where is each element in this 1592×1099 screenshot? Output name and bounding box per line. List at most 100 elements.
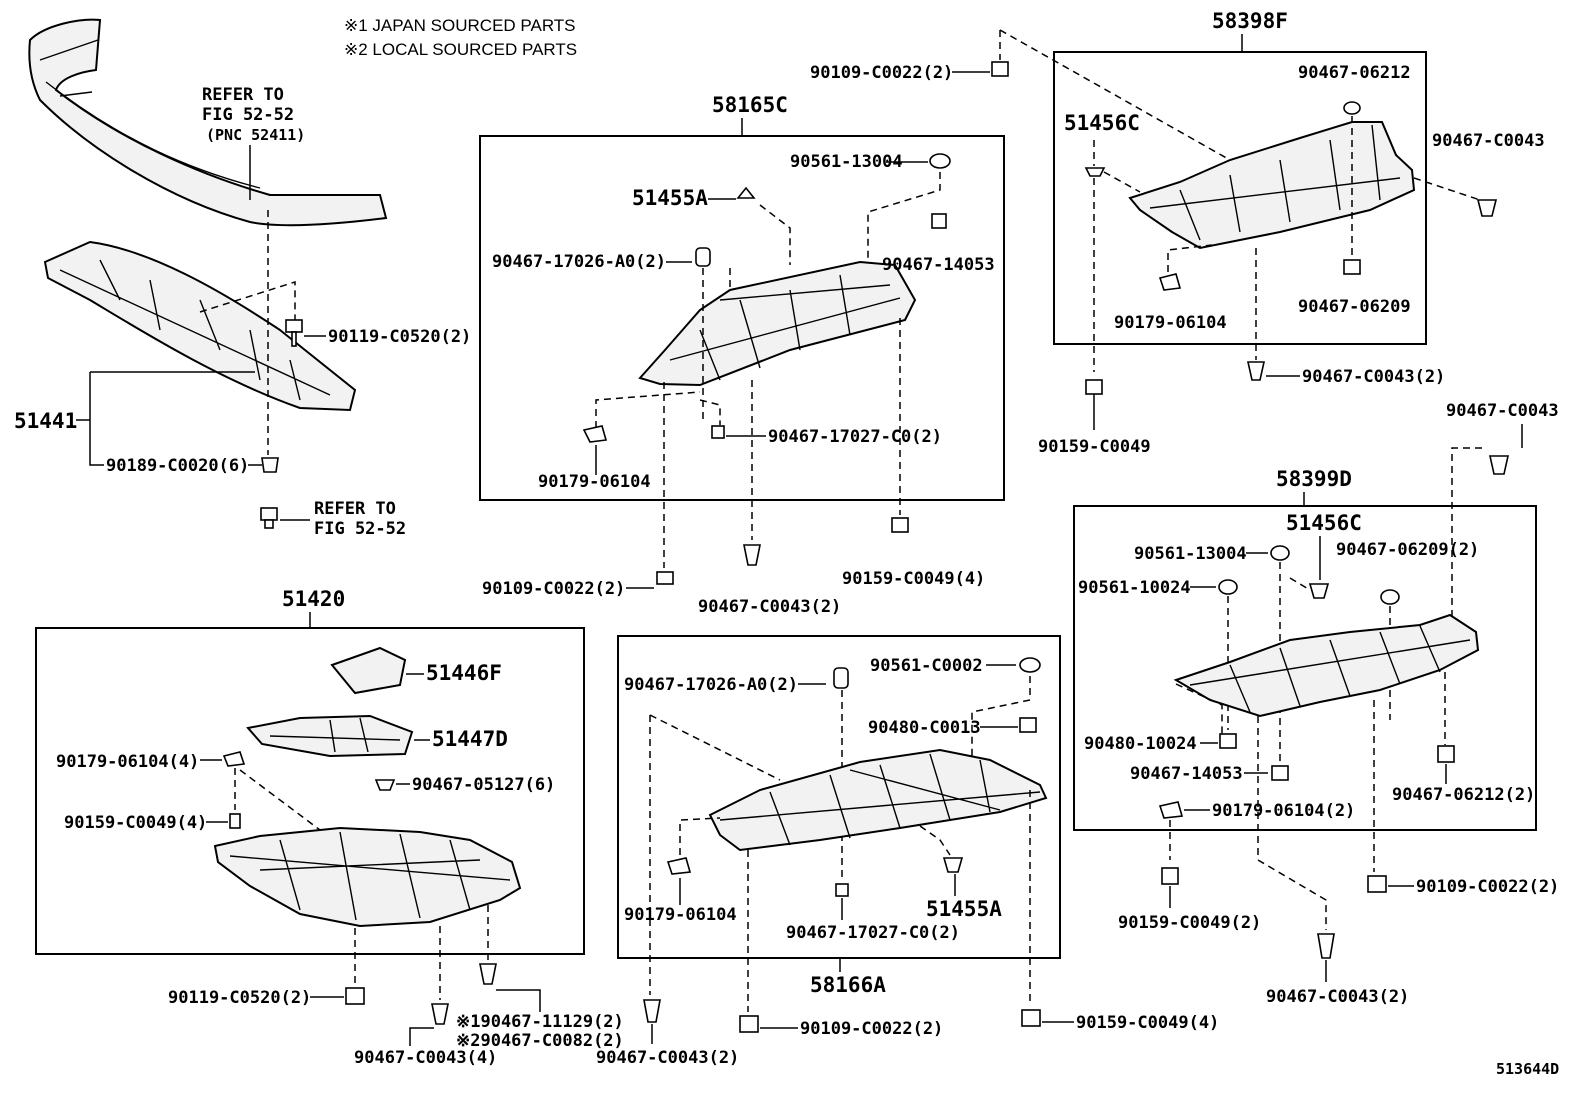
- label-90109-c0022-58166a: 90109-C0022(2): [800, 1019, 943, 1039]
- clip-90467-11129-icon: [479, 963, 497, 985]
- label-90467-06212: 90467-06212: [1298, 63, 1411, 83]
- refer-fig-label: FIG 52-52: [202, 105, 294, 125]
- label-90119-c0520-51420: 90119-C0520(2): [168, 988, 311, 1008]
- bolt-90109-icon-58399d: [1367, 875, 1387, 893]
- label-51447d: 51447D: [432, 727, 508, 751]
- label-90467-c0043-58398f: 90467-C0043: [1432, 131, 1545, 151]
- title-51420: 51420: [282, 587, 345, 611]
- label-90561-13004: 90561-13004: [790, 152, 903, 172]
- label-note2-90467-c0082: ※290467-C0082(2): [456, 1031, 624, 1051]
- bolt-90119-icon: [285, 319, 303, 347]
- label-90561-13004-58399d: 90561-13004: [1134, 544, 1247, 564]
- clip-90467-05127-icon: [374, 779, 396, 791]
- group-58166a: 90467-17026-A0(2) 90561-C0002 90480-C001…: [617, 635, 1061, 1012]
- refer-to-label: REFER TO: [202, 85, 284, 105]
- clip-90467-c0043-icon-top-58399d: [1489, 455, 1509, 475]
- clip-51455a-icon-58166a: [942, 857, 964, 873]
- refer-fig-label-2: FIG 52-52: [314, 519, 406, 539]
- clip-90179-icon-58166a: [666, 857, 692, 875]
- label-51446f: 51446F: [426, 661, 502, 685]
- clip-90179-icon-58165c: [582, 425, 608, 443]
- bracket-51441: [76, 371, 255, 466]
- label-90561-c0002: 90561-C0002: [870, 656, 983, 676]
- label-90467-c0043-58166a: 90467-C0043(2): [596, 1048, 739, 1068]
- dash-bumper-bolt: [199, 280, 296, 325]
- undercover-58165c-ribs: [669, 274, 901, 381]
- bumper-ribs: [39, 39, 261, 189]
- nut-90467-06209-icon-58399d: [1380, 589, 1400, 605]
- label-51455a-58166a: 51455A: [926, 897, 1002, 921]
- bolt-90109-icon-58166a: [739, 1015, 759, 1033]
- label-90109-c0022-58165c: 90109-C0022(2): [482, 579, 625, 599]
- clip-51456c-icon: [1084, 167, 1106, 177]
- clip-90189-icon: [261, 457, 279, 473]
- refer-pnc-label: (PNC 52411): [206, 126, 305, 144]
- label-90159-c0049-58399d: 90159-C0049(2): [1118, 913, 1261, 933]
- group-58399d: 90467-C0043 58399D 51456C 90561-13004 90…: [1073, 401, 1559, 930]
- nut-90480-c0013-icon: [1019, 717, 1037, 733]
- undercover-58399d-drawing: [1173, 613, 1480, 718]
- bolt-90119-icon-51420: [345, 987, 365, 1005]
- bolt-90159-icon-58399d: [1161, 867, 1179, 885]
- note-local-sourced: ※2 LOCAL SOURCED PARTS: [344, 40, 577, 59]
- label-90159-c0049-58166a: 90159-C0049(4): [1076, 1013, 1219, 1033]
- box-58166a: [617, 635, 1061, 959]
- label-90467-17027-58166a: 90467-17027-C0(2): [786, 923, 960, 943]
- clip-90467-c0043-icon-58165c: [743, 544, 761, 566]
- box-58165c: [479, 135, 1005, 501]
- title-58165c: 58165C: [712, 93, 788, 117]
- bolt-90109-icon-top: [991, 61, 1009, 77]
- box-58399d: [1073, 505, 1537, 831]
- label-90179-06104-51420: 90179-06104(4): [56, 752, 199, 772]
- clip-90467-17026-icon-58166a: [833, 667, 849, 689]
- label-90159-c0049-58398f: 90159-C0049: [1038, 437, 1151, 457]
- clip-51456c-icon-58399d: [1308, 583, 1330, 599]
- clip-90179-icon-51420: [222, 751, 246, 767]
- label-51441: 51441: [14, 409, 77, 433]
- label-90467-c0043-58399d: 90467-C0043(2): [1266, 987, 1409, 1007]
- label-90179-06104-58165c: 90179-06104: [538, 472, 651, 492]
- undercover-51420-ribs: [229, 831, 511, 921]
- bolt-90467-14053-icon: [931, 213, 947, 229]
- note-japan-sourced: ※1 JAPAN SOURCED PARTS: [344, 16, 576, 35]
- label-90467-06212-58399d: 90467-06212(2): [1392, 785, 1535, 805]
- clip-90179-icon-58398f: [1158, 273, 1182, 291]
- label-90467-06209-58399d: 90467-06209(2): [1336, 540, 1479, 560]
- box-58398f: [1053, 51, 1427, 345]
- nut-90561-10024-icon: [1218, 579, 1238, 595]
- nut-90561-icon: [929, 153, 951, 169]
- drawing-id: 513644D: [1496, 1060, 1559, 1078]
- undercover-58166a-ribs: [719, 753, 1041, 846]
- clip-90179-icon-58399d: [1158, 801, 1184, 819]
- bolt-90159-icon-51420: [229, 813, 241, 829]
- bolt-90159-icon-58165c: [891, 517, 909, 533]
- label-90179-06104-58398f: 90179-06104: [1114, 313, 1227, 333]
- clip-90467-c0043-icon-out-58398f: [1247, 361, 1265, 381]
- label-90467-17026-58166a: 90467-17026-A0(2): [624, 675, 798, 695]
- label-51456c-58398f: 51456C: [1064, 111, 1140, 135]
- label-90561-10024: 90561-10024: [1078, 578, 1191, 598]
- nut-90480-10024-icon: [1219, 733, 1237, 749]
- title-58398f: 58398F: [1212, 9, 1288, 33]
- label-51455a: 51455A: [632, 186, 708, 210]
- group-51420: 51420 51446F 51447D 90179-06104(4) 90467…: [35, 587, 585, 1000]
- undercover-58398f-drawing: [1128, 121, 1416, 250]
- label-90467-c0043-top-58399d: 90467-C0043: [1446, 401, 1559, 421]
- label-90467-14053-58399d: 90467-14053: [1130, 764, 1243, 784]
- bolt-refer-icon: [260, 507, 278, 529]
- undercover-58166a-drawing: [708, 748, 1048, 852]
- cover-51447d-drawing: [246, 714, 414, 758]
- label-note1-90467-11129: ※190467-11129(2): [456, 1012, 624, 1032]
- label-90467-05127: 90467-05127(6): [412, 775, 555, 795]
- bolt-90159-icon-58166a: [1021, 1009, 1041, 1027]
- undercover-51420-drawing: [213, 826, 522, 928]
- clip-90467-17027-icon-58166a: [835, 883, 849, 897]
- label-90467-17026: 90467-17026-A0(2): [492, 252, 666, 272]
- title-58399d: 58399D: [1276, 467, 1352, 491]
- label-90179-06104-58399d: 90179-06104(2): [1212, 801, 1355, 821]
- group-bumper: REFER TO FIG 52-52 (PNC 52411) 90119-C05…: [14, 18, 471, 539]
- label-90179-06104-58166a: 90179-06104: [624, 905, 737, 925]
- cover-51446f-drawing: [330, 646, 407, 695]
- label-90467-14053: 90467-14053: [882, 255, 995, 275]
- label-90109-c0022-58399d: 90109-C0022(2): [1416, 877, 1559, 897]
